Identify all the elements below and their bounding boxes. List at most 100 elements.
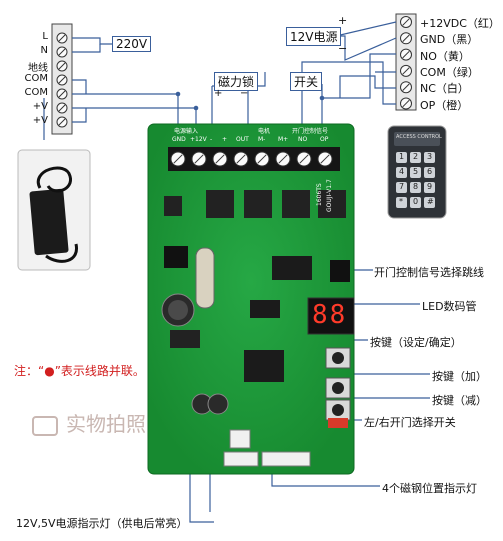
callout-key-add: 按键（加） (432, 370, 487, 383)
dc-minus-sign: − (338, 42, 348, 55)
pcb-terminal-screw-slot (299, 154, 309, 164)
right-terminal-label: OP（橙） (420, 98, 469, 112)
pcb-terminal-screw-slot (320, 154, 330, 164)
right-terminal-screw-slot (402, 50, 410, 59)
keypad-key-label: 8 (413, 182, 419, 191)
watermark-text: 实物拍照 (32, 408, 146, 437)
callout-key-set: 按键（设定/确定） (370, 336, 462, 349)
switch-label: 开关 (290, 72, 323, 91)
callout-led: LED数码管 (422, 300, 477, 313)
right-terminal-screw-slot (402, 34, 410, 42)
pcb-pin-label: OUT (236, 136, 249, 143)
keypad-key-label: 3 (427, 152, 433, 161)
keypad-key-label: 6 (427, 167, 433, 176)
pcb-pin-label: +12V (190, 136, 207, 143)
keypad-brand: ACCESS CONTROL (396, 134, 442, 140)
callout-key-sub: 按键（减） (432, 394, 487, 407)
right-terminal-screw-slot (402, 99, 410, 108)
pcb-model: 1606TS (316, 183, 323, 206)
right-terminal-block (395, 13, 417, 111)
pcb-power-in-label: 电源输入 (174, 128, 199, 135)
dc-power-label: 12V电源 (286, 27, 342, 46)
left-terminal-screw-slot (58, 104, 66, 112)
camera-icon (32, 415, 58, 436)
pcb-terminal-screw-slot (278, 154, 288, 164)
keypad-key (396, 182, 407, 193)
left-terminal-label: L (42, 31, 48, 42)
keypad-key-label: 5 (413, 167, 419, 176)
left-terminal-label: COM (24, 73, 48, 84)
keypad-key-label: * (399, 197, 403, 206)
pcb-pin-label: NO (298, 136, 308, 143)
pcb-terminal-screw-slot (236, 154, 246, 164)
lock-plus-sign: + (214, 88, 223, 99)
keypad-key (424, 182, 435, 193)
keypad-key-label: 2 (413, 152, 419, 161)
watermark-label: 实物拍照 (66, 412, 146, 436)
pcb-version: GOUJI-V1.7 (326, 179, 333, 212)
left-terminal-label: COM (24, 87, 48, 98)
keypad-key-label: 1 (399, 152, 405, 161)
keypad-photo (387, 125, 447, 219)
callout-power-leds: 12V,5V电源指示灯（供电后常亮） (16, 517, 188, 530)
keypad-key (396, 167, 407, 178)
keypad-key (424, 152, 435, 163)
left-terminal-screw-slot (58, 76, 66, 84)
keypad-key-label: 7 (399, 182, 405, 191)
ac-voltage-label: 220V (112, 36, 152, 52)
pcb-pin-label: - (210, 136, 213, 143)
keypad-key (410, 197, 421, 208)
mag-lock-label: 磁力锁 (214, 72, 259, 91)
keypad-key (396, 197, 407, 208)
left-terminal-screw-slot (58, 48, 66, 56)
left-terminal-screw-slot (58, 62, 66, 70)
pcb-pin-label: GND (172, 136, 186, 143)
keypad-key-label: 4 (399, 167, 405, 176)
note-text: 注：“●”表示线路并联。 (14, 364, 145, 378)
junction-dot (175, 91, 181, 97)
pcb-lock-label: 电机 (258, 128, 271, 135)
right-terminal-label: NO（黄） (420, 49, 470, 63)
left-terminal-label: +V (32, 101, 48, 112)
callout-lr-switch: 左/右开门选择开关 (364, 416, 456, 429)
left-terminal-label: +V (32, 115, 48, 126)
callout-mag-leds: 4个磁钢位置指示灯 (382, 482, 477, 495)
right-terminal-label: COM（绿） (420, 65, 479, 79)
right-terminal-label: +12VDC（红） (420, 17, 500, 30)
left-terminal-screw-slot (58, 34, 66, 42)
pcb-open-signal-label: 开门控制信号 (292, 128, 329, 135)
keypad-key-label: 0 (413, 197, 419, 206)
pcb-board (147, 123, 355, 475)
power-adapter-photo (17, 149, 91, 271)
left-terminal-screw-slot (58, 118, 66, 126)
keypad-key (424, 167, 435, 178)
lock-minus-sign: − (240, 88, 249, 99)
left-terminal-screw-slot (58, 90, 66, 98)
left-terminal-label: N (40, 45, 48, 56)
junction-dot (193, 105, 199, 111)
pcb-pin-label: OP (320, 136, 329, 143)
pcb-terminal-screw-slot (257, 154, 267, 164)
right-terminal-screw-slot (402, 83, 410, 91)
left-terminal-label: 地线 (28, 63, 48, 74)
seven-seg-display: 88 (312, 300, 348, 330)
pcb-terminal-screw-slot (194, 154, 204, 164)
pcb-terminal-screw-slot (173, 154, 183, 164)
dc-plus-sign: + (338, 14, 348, 27)
keypad-key-label: # (427, 197, 434, 206)
keypad-key (410, 152, 421, 163)
right-terminal-label: NC（白） (420, 82, 469, 96)
pcb-pin-label: M- (258, 136, 266, 143)
keypad-key (410, 182, 421, 193)
keypad-key (424, 197, 435, 208)
keypad-key (410, 167, 421, 178)
right-terminal-screw-slot (402, 18, 410, 26)
callout-jumper: 开门控制信号选择跳线 (374, 266, 484, 279)
right-terminal-screw-slot (402, 67, 410, 75)
left-terminal-block (51, 23, 73, 135)
pcb-terminal-screw-slot (215, 154, 225, 164)
junction-dot (319, 95, 325, 101)
right-terminal-label: GND（黑） (420, 33, 479, 47)
pcb-pin-label: + (222, 136, 228, 143)
